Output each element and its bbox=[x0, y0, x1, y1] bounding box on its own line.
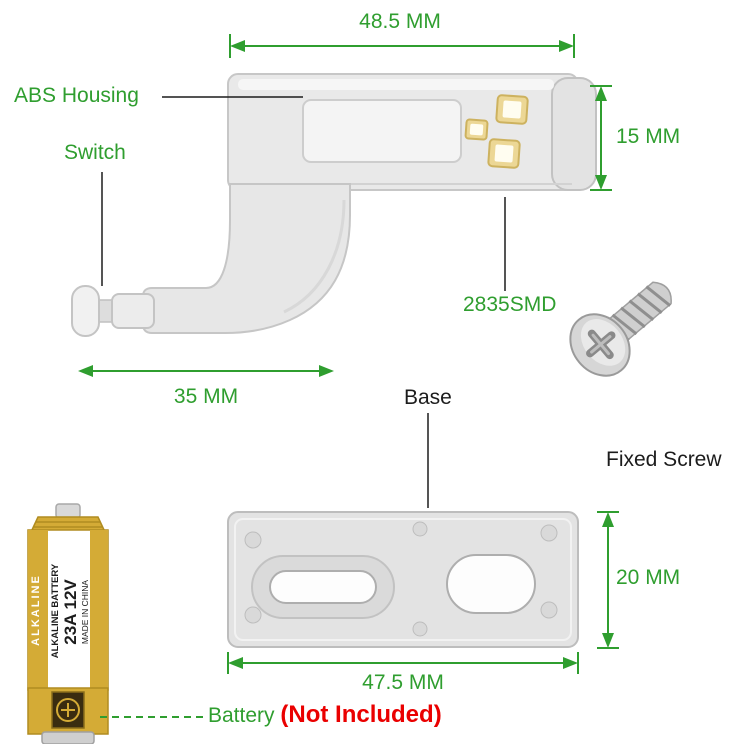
led-chip-3 bbox=[487, 138, 521, 169]
led-chips bbox=[464, 94, 529, 169]
led-chip-1 bbox=[495, 94, 529, 125]
label-switch: Switch bbox=[64, 141, 126, 164]
led-chip-2 bbox=[464, 118, 489, 141]
label-base: Base bbox=[404, 386, 452, 409]
screw-graphic bbox=[569, 281, 672, 377]
base-slot-left bbox=[269, 570, 377, 604]
dim-top-width-arrow bbox=[229, 34, 575, 58]
base-slot-right bbox=[446, 554, 536, 614]
light-window bbox=[302, 99, 462, 163]
label-not-included: (Not Included) bbox=[280, 701, 442, 728]
dim-label-top-width: 48.5 MM bbox=[359, 10, 441, 33]
label-abs-housing: ABS Housing bbox=[14, 84, 139, 107]
leader-lines bbox=[101, 96, 506, 508]
switch-plunger-graphic bbox=[71, 285, 155, 337]
dim-label-base-height: 20 MM bbox=[616, 566, 681, 589]
dim-arm-length-arrow bbox=[78, 365, 334, 377]
dim-label-base-width: 47.5 MM bbox=[362, 671, 444, 694]
dim-base-width-arrow bbox=[227, 652, 579, 674]
dim-base-height-arrow bbox=[597, 511, 619, 649]
label-battery: Battery bbox=[208, 704, 275, 727]
hinge-arm-graphic bbox=[142, 183, 351, 334]
battery-caption: Battery (Not Included) bbox=[208, 701, 442, 729]
battery-model-text: 23A 12V bbox=[61, 579, 80, 645]
dim-housing-height-arrow bbox=[590, 85, 612, 191]
dim-label-arm-length: 35 MM bbox=[173, 385, 239, 408]
base-plate-graphic bbox=[227, 511, 579, 648]
battery-origin-text: MADE IN CHINA bbox=[80, 579, 90, 645]
battery-graphic bbox=[27, 503, 109, 744]
hinge-housing-graphic bbox=[227, 73, 597, 191]
label-smd: 2835SMD bbox=[463, 293, 557, 316]
dim-label-housing-height: 15 MM bbox=[616, 125, 681, 148]
battery-brand-text: ALKALINE bbox=[30, 574, 42, 646]
label-fixed-screw: Fixed Screw bbox=[606, 448, 722, 471]
